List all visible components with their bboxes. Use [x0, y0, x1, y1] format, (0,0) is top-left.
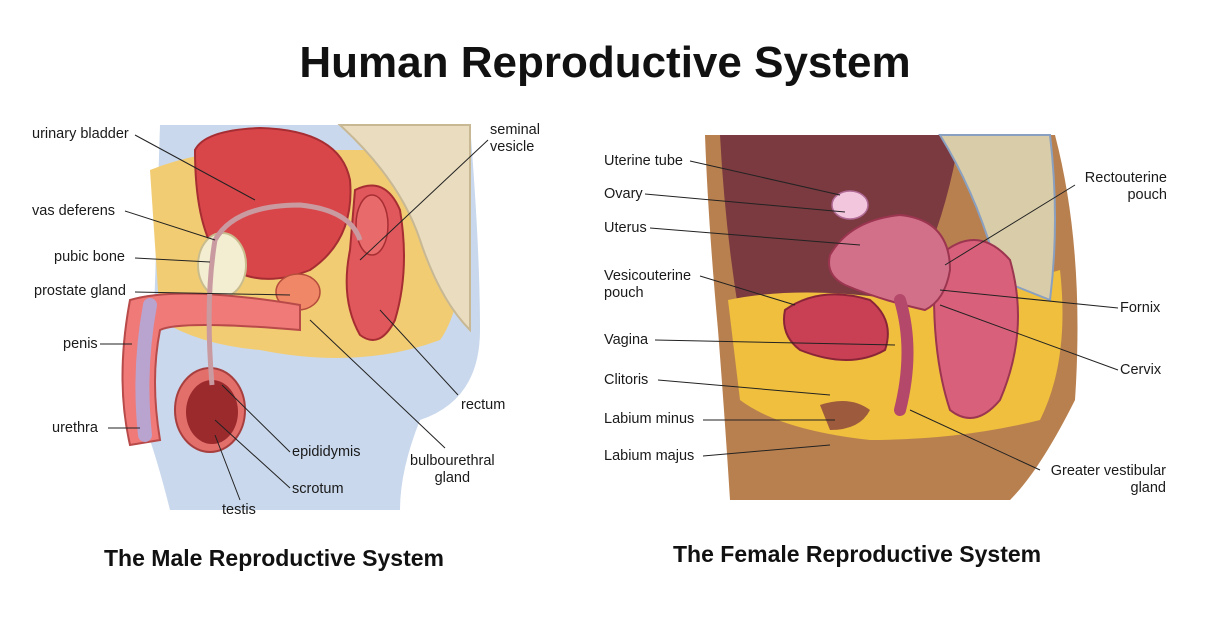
page-title: Human Reproductive System — [299, 38, 911, 87]
label-vesicouterine-pouch: Vesicouterine pouch — [604, 268, 692, 301]
label-urethra: urethra — [52, 420, 98, 436]
female-vagina — [894, 294, 914, 416]
label-prostate-gland: prostate gland — [34, 283, 126, 299]
label-labium-majus: Labium majus — [604, 448, 695, 464]
label-testis: testis — [222, 502, 256, 518]
label-rectouterine-pouch: Rectouterine pouch — [1084, 170, 1167, 203]
female-leader-lines — [644, 160, 1119, 471]
label-vagina: Vagina — [604, 332, 649, 348]
label-urinary-bladder: urinary bladder — [32, 126, 129, 142]
label-greater-vestibular-gland: Greater vestibular gland — [1050, 463, 1166, 496]
male-sacrum — [337, 124, 471, 333]
female-caption: The Female Reproductive System — [673, 541, 1042, 567]
female-labia — [820, 401, 870, 430]
male-seminal-vesicle — [355, 194, 389, 256]
label-bulbourethral-gland: bulbourethral gland — [410, 453, 495, 486]
label-scrotum: scrotum — [292, 481, 344, 497]
label-seminal-vesicle: seminal vesicle — [490, 122, 540, 155]
male-vas-deferens — [206, 202, 363, 386]
label-rectum: rectum — [461, 397, 506, 413]
male-leader-lines — [100, 134, 489, 501]
label-epididymis: epididymis — [292, 444, 361, 460]
label-uterine-tube: Uterine tube — [604, 153, 683, 169]
female-spine — [938, 134, 1056, 302]
male-testis — [186, 380, 238, 444]
label-fornix: Fornix — [1120, 300, 1161, 316]
male-caption: The Male Reproductive System — [104, 545, 444, 571]
male-corpus — [135, 298, 157, 442]
label-ovary: Ovary — [604, 186, 643, 202]
label-labium-minus: Labium minus — [604, 411, 695, 427]
label-uterus: Uterus — [604, 220, 647, 236]
label-penis: penis — [63, 336, 98, 352]
label-cervix: Cervix — [1120, 362, 1162, 378]
label-pubic-bone: pubic bone — [54, 249, 125, 265]
female-uterus — [828, 213, 952, 312]
female-ovary — [831, 190, 869, 220]
label-clitoris: Clitoris — [604, 372, 649, 388]
label-vas-deferens: vas deferens — [32, 203, 116, 219]
female-bladder — [783, 293, 889, 361]
female-rectum — [933, 239, 1019, 419]
